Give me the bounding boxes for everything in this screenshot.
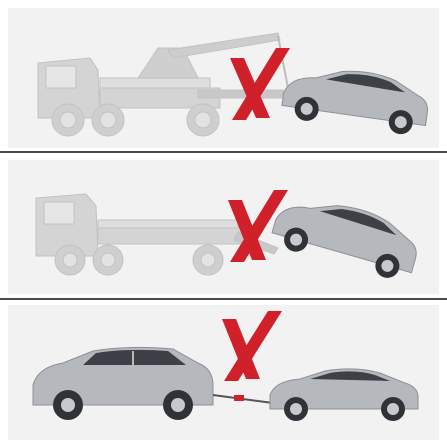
- red-x-icon: [230, 48, 290, 120]
- tow-rope-flag: [234, 395, 244, 401]
- panel-flatbed-tow: [8, 160, 439, 294]
- tow-truck-crane-scene: [8, 8, 439, 148]
- sports-car-icon: [280, 61, 431, 137]
- red-x-icon: [222, 311, 282, 381]
- flatbed-tow-scene: [8, 160, 439, 294]
- panel-divider: [0, 298, 447, 300]
- tow-rope-scene: [8, 305, 439, 440]
- panel-tow-truck-crane: [8, 8, 439, 148]
- panel-tow-rope: [8, 305, 439, 440]
- suv-icon: [33, 347, 213, 420]
- sports-car-icon: [270, 369, 418, 421]
- panel-divider: [0, 151, 447, 153]
- sports-car-icon: [269, 188, 425, 284]
